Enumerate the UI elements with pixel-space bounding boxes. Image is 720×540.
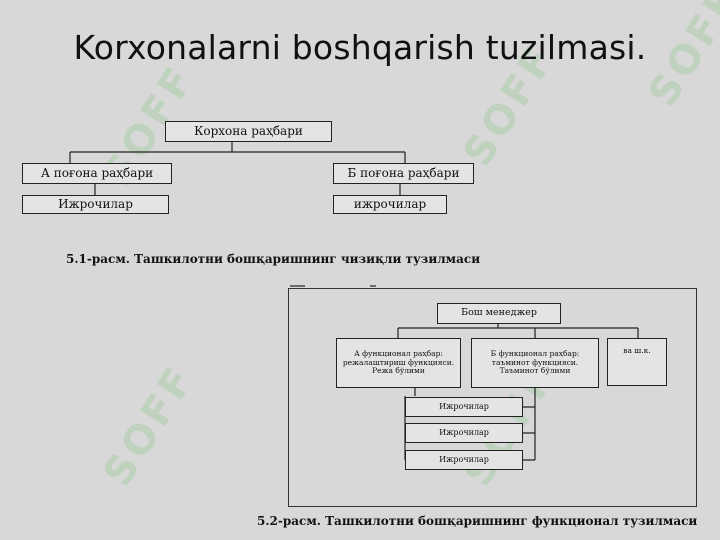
right-workers-box: ижрочилар — [333, 195, 447, 214]
workers-box: Ижрочилар — [405, 397, 523, 417]
functional-b-box: Б функционал раҳбар: таъминот функцияси.… — [471, 338, 599, 388]
functional-b-line: таъминот функцияси. — [491, 357, 579, 367]
workers-box: Ижрочилар — [405, 450, 523, 470]
figure-5-1-caption: 5.1-расм. Ташкилотни бошқаришнинг чизиқл… — [66, 252, 481, 266]
etc-box: ва ш.к. — [607, 338, 667, 386]
level-b-manager-box: Б поғона раҳбари — [333, 163, 474, 184]
slide-title: Korxonalarni boshqarish tuzilmasi. — [73, 28, 647, 67]
functional-a-box: А функционал раҳбар: режалаштириш функци… — [336, 338, 461, 388]
functional-a-line: режалаштириш функцияси. — [342, 357, 455, 367]
level-a-manager-box: А поғона раҳбари — [22, 163, 172, 184]
functional-a-line: А функционал раҳбар: — [354, 349, 443, 359]
diagram2-frame — [288, 288, 697, 507]
functional-b-line: Таъминот бўлими — [499, 366, 571, 376]
left-workers-box: Ижрочилар — [22, 195, 169, 214]
functional-b-line: Б функционал раҳбар: — [490, 349, 580, 359]
figure-5-2-caption: 5.2-расм. Ташкилотни бошқаришнинг функци… — [257, 514, 698, 528]
workers-box: Ижрочилар — [405, 423, 523, 443]
functional-a-line: Режа бўлими — [372, 366, 425, 376]
chief-manager-box: Бош менеджер — [437, 303, 561, 324]
enterprise-head-box: Корхона раҳбари — [165, 121, 332, 142]
